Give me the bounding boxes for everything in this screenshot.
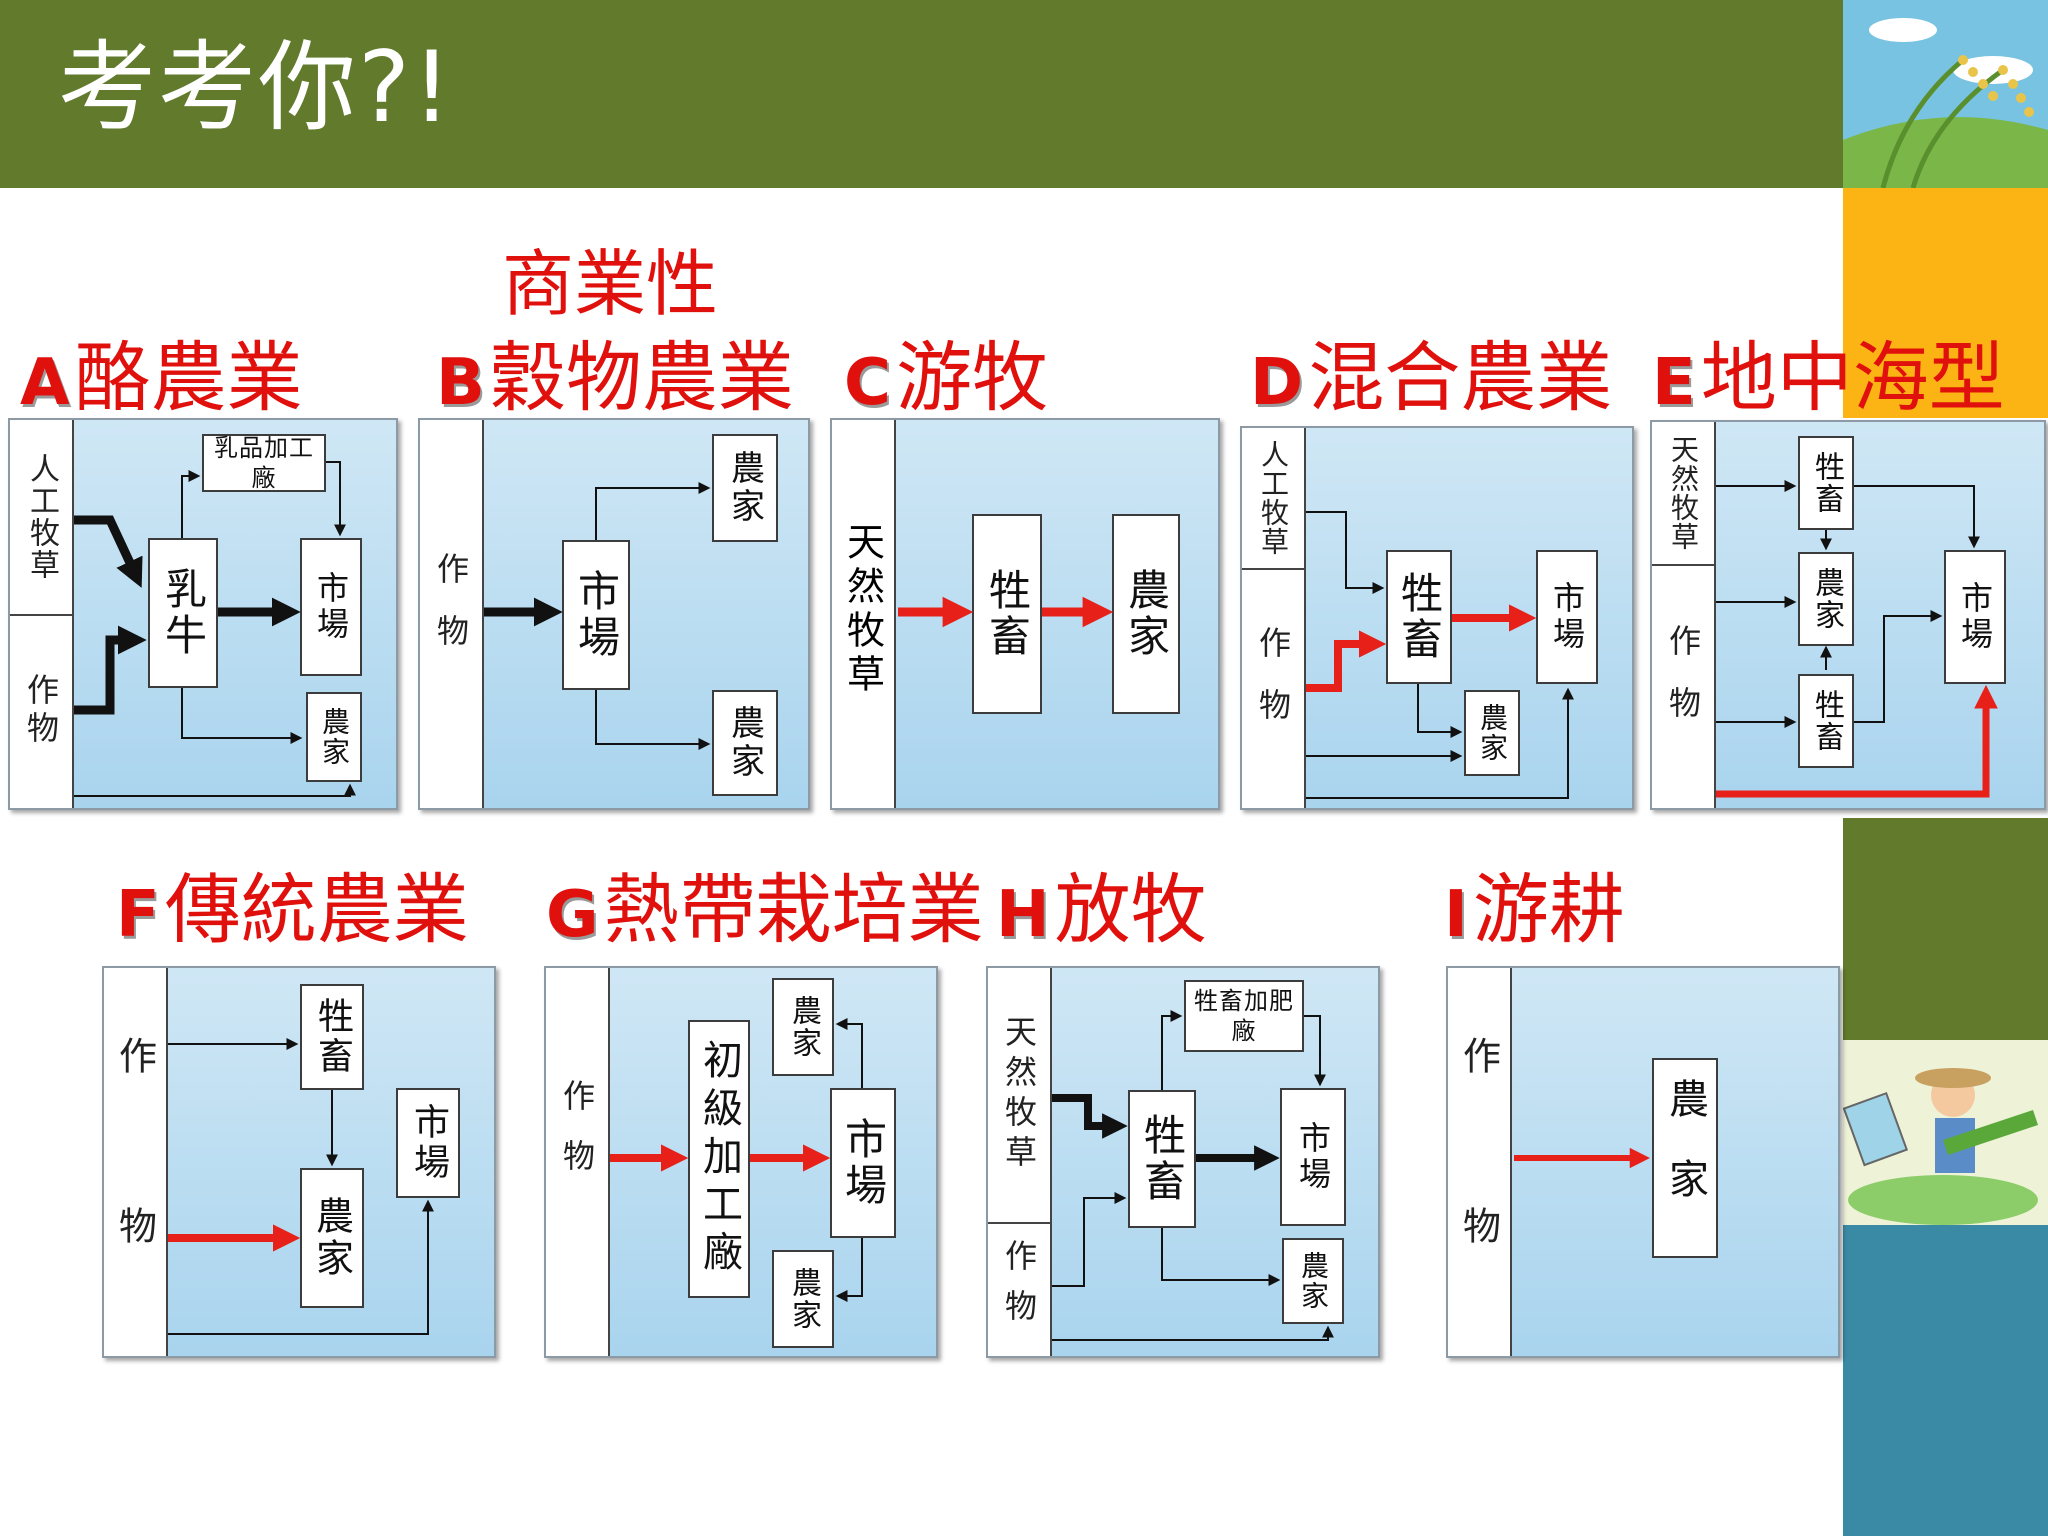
input-column: 人工牧草 作物 — [1242, 428, 1306, 808]
input-cell: 人工牧草 — [10, 420, 72, 616]
input-column: 天然牧草 作物 — [988, 968, 1052, 1356]
label-a: A 酪農業 — [20, 340, 303, 416]
side-block-farmer — [1842, 1040, 2048, 1225]
box-market: 市場 — [562, 540, 630, 690]
input-cell: 作物 — [432, 552, 470, 676]
box-farmer: 農家 — [1464, 690, 1520, 776]
label-g: G 熱帶栽培業 — [546, 872, 984, 948]
input-column: 作 物 — [546, 968, 610, 1356]
name-g: 熱帶栽培業 — [603, 865, 984, 954]
side-block-yellow — [1843, 188, 2048, 418]
box-farmer-bottom: 農家 — [712, 690, 778, 796]
side-block-teal — [1843, 1225, 2048, 1536]
box-livestock: 牲畜 — [300, 984, 364, 1090]
box-farmer-bottom: 農家 — [772, 1250, 834, 1348]
subtitle-b: 商業性 — [502, 242, 719, 326]
box-farmer: 農家 — [1652, 1058, 1718, 1258]
label-f: F 傳統農業 — [116, 872, 469, 948]
input-column: 作 物 — [104, 968, 168, 1356]
box-processing-plant: 初級加工廠 — [688, 1020, 750, 1298]
panel-c: 天然牧草 牲畜 農家 — [830, 418, 1220, 810]
panel-i: 作 物 農家 — [1446, 966, 1840, 1358]
label-h: H 放牧 — [996, 872, 1207, 948]
letter-e: E — [1652, 346, 1696, 420]
input-column: 人工牧草 作物 — [10, 420, 74, 808]
panel-e: 天然牧草 作物 牲畜 農家 牲畜 市場 — [1650, 420, 2046, 810]
box-market: 市場 — [300, 538, 362, 676]
box-farmer: 農家 — [1112, 514, 1180, 714]
label-c: C 游牧 — [844, 340, 1048, 416]
label-i: I 游耕 — [1444, 872, 1625, 948]
box-market: 市場 — [1944, 550, 2006, 684]
box-market: 市場 — [830, 1088, 896, 1238]
box-market: 市場 — [396, 1088, 460, 1198]
input-cell: 作 — [112, 1036, 157, 1080]
name-c: 游牧 — [896, 333, 1049, 422]
input-cell: 作物 — [22, 673, 60, 749]
input-cell: 人工牧草 — [1242, 428, 1304, 570]
panel-a: 人工牧草 作物 乳品加工廠 乳牛 市場 農家 — [8, 418, 398, 810]
letter-d: D — [1250, 346, 1304, 420]
box-dairy-plant: 乳品加工廠 — [202, 434, 326, 492]
letter-h: H — [996, 878, 1050, 952]
name-d: 混合農業 — [1308, 333, 1613, 422]
box-farmer-top: 農家 — [772, 978, 834, 1076]
panel-g: 作 物 初級加工廠 市場 農家 農家 — [544, 966, 938, 1358]
box-livestock-fattening-plant: 牲畜加肥廠 — [1184, 980, 1304, 1052]
input-cell: 作物 — [1000, 1239, 1038, 1339]
letter-b: B — [436, 346, 485, 420]
input-column: 作物 — [420, 420, 484, 808]
slide-title: 考考你?! — [58, 31, 454, 145]
input-column: 作 物 — [1448, 968, 1512, 1356]
input-cell: 天然牧草 — [1652, 422, 1714, 566]
label-d: D 混合農業 — [1250, 340, 1612, 416]
side-block-green — [1843, 818, 2048, 1040]
input-cell: 物 — [1456, 1206, 1501, 1250]
rice-plant-icon — [1843, 0, 2048, 188]
letter-i: I — [1444, 878, 1468, 952]
box-livestock: 牲畜 — [1128, 1090, 1196, 1228]
box-livestock: 牲畜 — [1386, 550, 1452, 684]
box-livestock-bottom: 牲畜 — [1798, 674, 1854, 768]
name-h: 放牧 — [1054, 865, 1207, 954]
box-market: 市場 — [1280, 1088, 1346, 1226]
input-column: 天然牧草 作物 — [1652, 422, 1716, 808]
box-farmer: 農家 — [306, 692, 362, 782]
label-e: E 地中海型 — [1652, 340, 2005, 416]
name-i: 游耕 — [1472, 865, 1625, 954]
input-cell: 天然牧草 — [988, 968, 1050, 1224]
input-cell: 物 — [558, 1139, 596, 1177]
panel-d: 人工牧草 作物 牲畜 市場 農家 — [1240, 426, 1634, 810]
box-dairy-cow: 乳牛 — [148, 538, 218, 688]
letter-g: G — [546, 878, 599, 952]
panel-h: 天然牧草 作物 牲畜加肥廠 牲畜 市場 農家 — [986, 966, 1380, 1358]
name-a: 酪農業 — [74, 333, 303, 422]
box-farmer-top: 農家 — [712, 434, 778, 542]
box-livestock: 牲畜 — [972, 514, 1042, 714]
farmer-icon — [1842, 1040, 2048, 1225]
name-e: 地中海型 — [1700, 333, 2005, 422]
letter-f: F — [116, 878, 160, 952]
input-cell: 作物 — [1664, 624, 1702, 748]
header-bar: 考考你?! — [0, 0, 1843, 188]
box-livestock-top: 牲畜 — [1798, 436, 1854, 530]
input-cell: 作 — [1456, 1036, 1501, 1080]
letter-c: C — [844, 346, 891, 420]
panel-b: 作物 市場 農家 農家 — [418, 418, 810, 810]
input-cell: 作物 — [1254, 626, 1292, 750]
input-cell: 作 — [558, 1079, 596, 1117]
input-column: 天然牧草 — [832, 420, 896, 808]
box-farmer: 農家 — [1282, 1238, 1344, 1324]
letter-a: A — [20, 346, 70, 420]
input-cell: 物 — [112, 1206, 157, 1250]
box-farmer: 農家 — [300, 1168, 364, 1308]
box-farmer: 農家 — [1798, 552, 1854, 646]
box-market: 市場 — [1536, 550, 1598, 684]
input-cell: 天然牧草 — [840, 522, 885, 698]
name-b: 穀物農業 — [489, 333, 794, 422]
side-block-sky — [1843, 0, 2048, 188]
label-b: B 穀物農業 — [436, 340, 794, 416]
name-f: 傳統農業 — [164, 865, 469, 954]
panel-f: 作 物 牲畜 農家 市場 — [102, 966, 496, 1358]
